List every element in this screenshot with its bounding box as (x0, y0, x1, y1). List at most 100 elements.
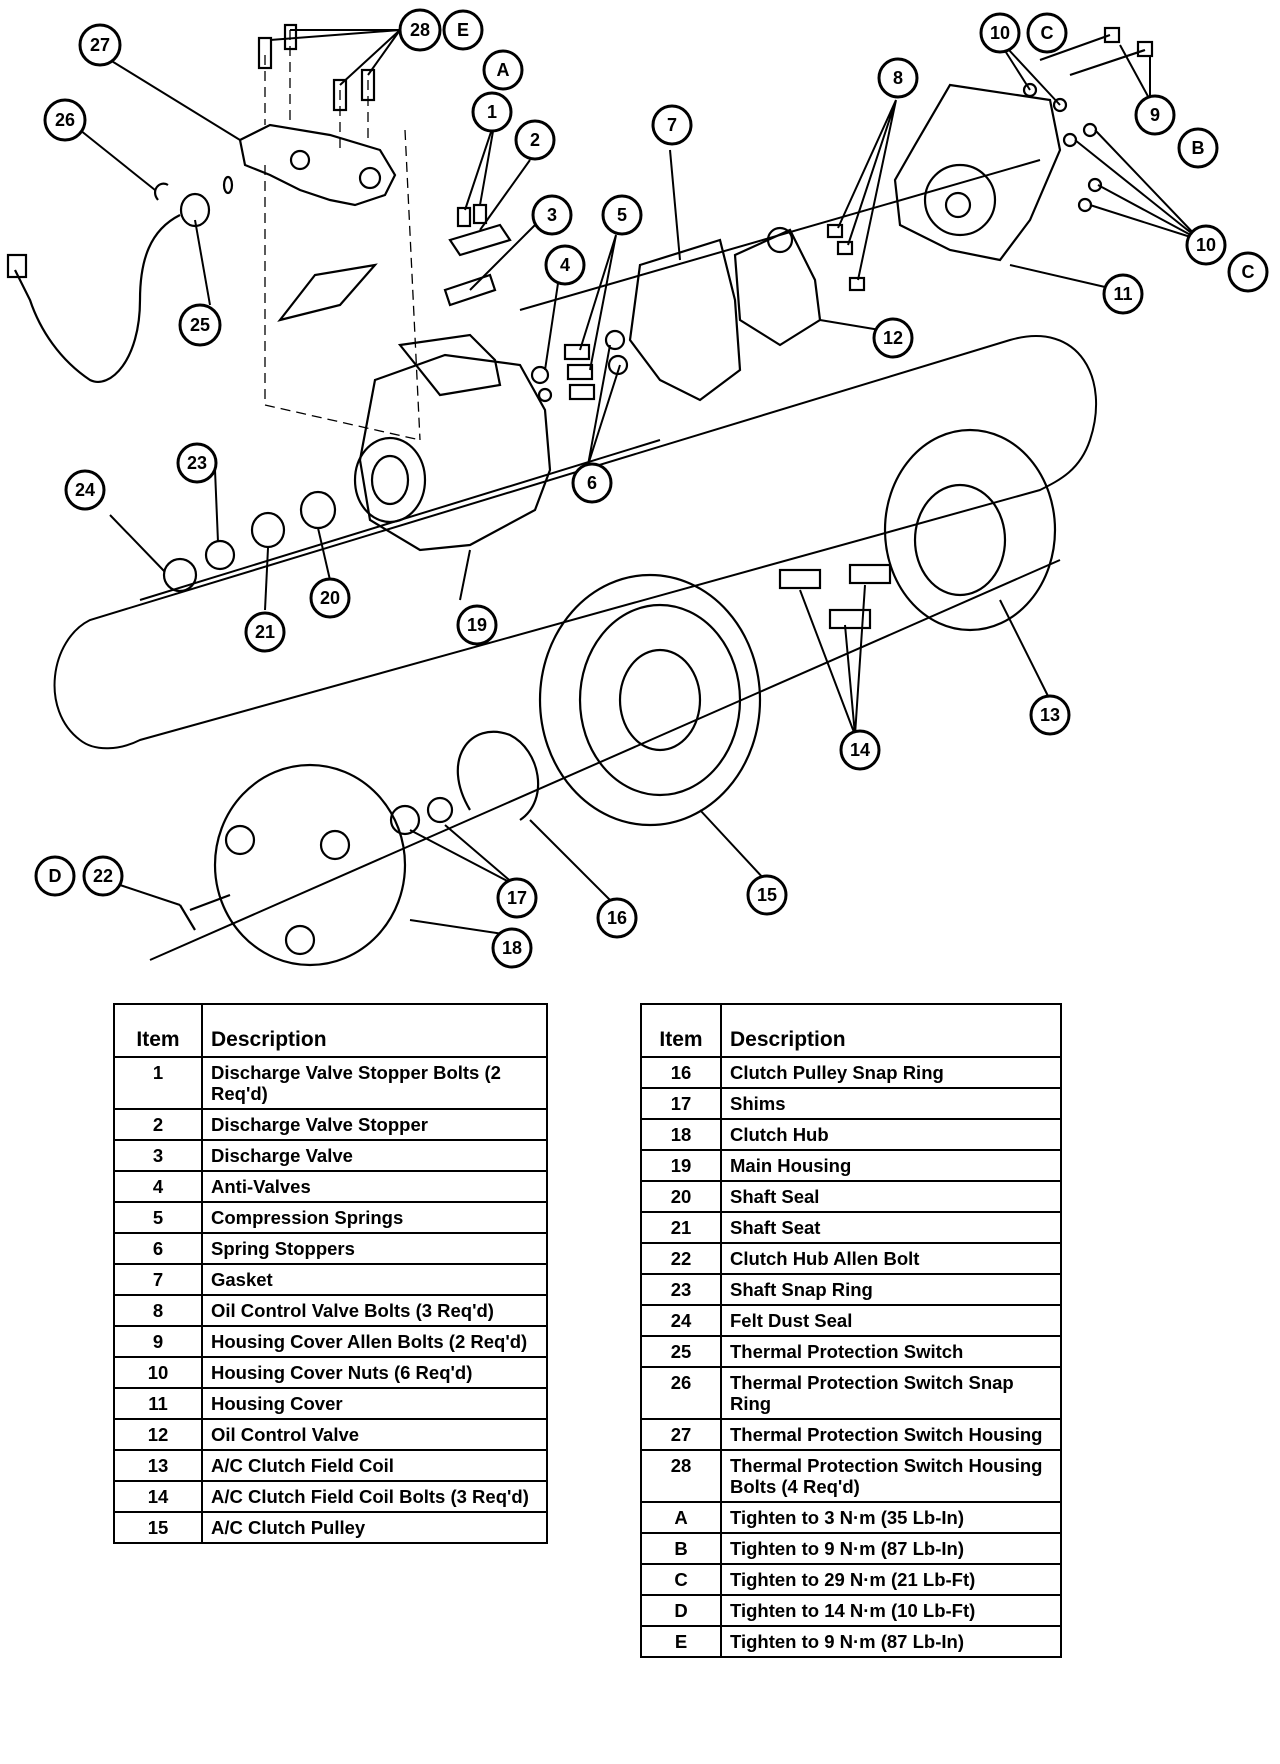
legend-header-row: Item Description (113, 1003, 548, 1058)
leader-lines (79, 29, 1201, 936)
item-description: Clutch Hub (720, 1118, 1062, 1151)
item-description: Thermal Protection Switch Snap Ring (720, 1366, 1062, 1420)
svg-text:C: C (1041, 23, 1054, 43)
svg-text:19: 19 (467, 615, 487, 635)
item-number: 5 (113, 1201, 203, 1234)
item-number: 8 (113, 1294, 203, 1327)
header-description: Description (201, 1003, 548, 1058)
item-description: Thermal Protection Switch (720, 1335, 1062, 1368)
thermal-switch-snap-ring (153, 182, 169, 201)
thermal-switch-housing (238, 123, 397, 322)
housing-bolts-28 (257, 23, 376, 112)
callout-1: 1 (471, 91, 513, 133)
svg-text:21: 21 (255, 622, 275, 642)
item-number: 23 (640, 1273, 722, 1306)
callout-20: 20 (309, 577, 351, 619)
svg-text:D: D (49, 866, 62, 886)
svg-text:B: B (1192, 138, 1205, 158)
shaft-seals (162, 490, 337, 593)
svg-text:13: 13 (1040, 705, 1060, 725)
item-description: Discharge Valve (201, 1139, 548, 1172)
dash-line-bottom (264, 404, 421, 441)
svg-text:3: 3 (547, 205, 557, 225)
callout-4: 4 (544, 244, 586, 286)
callout-2: 2 (514, 119, 556, 161)
item-number: D (640, 1594, 722, 1627)
svg-text:22: 22 (93, 866, 113, 886)
svg-text:4: 4 (560, 255, 570, 275)
item-description: A/C Clutch Field Coil Bolts (3 Req'd) (201, 1480, 548, 1513)
svg-text:12: 12 (883, 328, 903, 348)
item-number: 20 (640, 1180, 722, 1213)
callout-24: 24 (64, 469, 106, 511)
item-description: Tighten to 3 N·m (35 Lb-In) (720, 1501, 1062, 1534)
item-description: Shaft Snap Ring (720, 1273, 1062, 1306)
svg-text:10: 10 (990, 23, 1010, 43)
header-description: Description (720, 1003, 1062, 1058)
clutch-hub (213, 763, 407, 967)
callout-18: 18 (491, 927, 533, 969)
callout-23: 23 (176, 442, 218, 484)
item-number: 2 (113, 1108, 203, 1141)
item-description: Shims (720, 1087, 1062, 1120)
item-description: Discharge Valve Stopper Bolts (2 Req'd) (201, 1056, 548, 1110)
dash-line-right (404, 129, 421, 441)
svg-text:E: E (457, 20, 469, 40)
item-number: 6 (113, 1232, 203, 1265)
ac-clutch-field-coil (883, 428, 1057, 632)
item-number: E (640, 1625, 722, 1658)
callout-3: 3 (531, 194, 573, 236)
callout-25: 25 (178, 303, 222, 347)
item-description: Housing Cover Nuts (6 Req'd) (201, 1356, 548, 1389)
header-item: Item (640, 1003, 722, 1058)
item-description: Clutch Hub Allen Bolt (720, 1242, 1062, 1275)
callout-17: 17 (496, 877, 538, 919)
svg-text:10: 10 (1196, 235, 1216, 255)
callout-10-top: 10 (979, 12, 1021, 54)
callout-26: 26 (43, 98, 87, 142)
item-description: Tighten to 9 N·m (87 Lb-In) (720, 1532, 1062, 1565)
item-number: 27 (640, 1418, 722, 1451)
callout-9: 9 (1134, 94, 1176, 136)
svg-text:8: 8 (893, 68, 903, 88)
springs-and-stoppers (530, 329, 629, 403)
item-number: 22 (640, 1242, 722, 1275)
exploded-view-diagram: 27 26 25 28 E A 1 2 3 4 5 6 7 8 10 C 9 B… (6, 8, 1269, 969)
item-description: Housing Cover (201, 1387, 548, 1420)
item-description: Oil Control Valve (201, 1418, 548, 1451)
item-number: 14 (113, 1480, 203, 1513)
callout-C-right: C (1227, 251, 1269, 293)
item-number: C (640, 1563, 722, 1596)
item-description: Tighten to 14 N·m (10 Lb-Ft) (720, 1594, 1062, 1627)
item-number: B (640, 1532, 722, 1565)
callout-5: 5 (601, 194, 643, 236)
svg-text:A: A (497, 60, 510, 80)
svg-text:24: 24 (75, 480, 95, 500)
svg-text:18: 18 (502, 938, 522, 958)
callout-D: D (34, 855, 76, 897)
item-description: Tighten to 29 N·m (21 Lb-Ft) (720, 1563, 1062, 1596)
svg-text:2: 2 (530, 130, 540, 150)
item-description: Discharge Valve Stopper (201, 1108, 548, 1141)
thermal-protection-switch (6, 175, 234, 383)
item-description: Clutch Pulley Snap Ring (720, 1056, 1062, 1089)
svg-text:6: 6 (587, 473, 597, 493)
gasket (628, 238, 742, 402)
item-number: 13 (113, 1449, 203, 1482)
